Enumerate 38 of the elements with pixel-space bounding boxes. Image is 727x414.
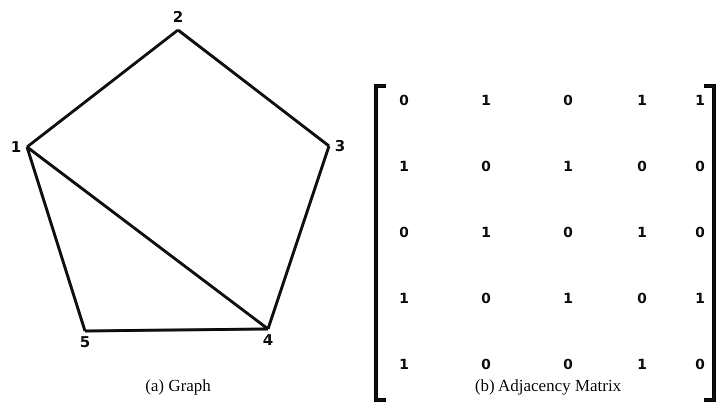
matrix-entry: 0 xyxy=(398,92,410,110)
vertex-label: 2 xyxy=(168,4,188,30)
graph-edge xyxy=(26,146,269,330)
matrix-entry: 0 xyxy=(562,356,574,374)
matrix-entry: 1 xyxy=(398,356,410,374)
matrix-entry: 0 xyxy=(694,224,706,242)
vertex-label: 3 xyxy=(329,136,351,156)
matrix-entry: 0 xyxy=(694,158,706,176)
matrix-entry: 1 xyxy=(398,290,410,308)
subfigure-caption: (a) Graph xyxy=(145,376,211,396)
matrix-entry: 0 xyxy=(480,158,492,176)
matrix-entry: 0 xyxy=(562,92,574,110)
graph-edge xyxy=(26,146,86,332)
vertex-label: 1 xyxy=(5,137,27,157)
matrix-entry: 0 xyxy=(562,224,574,242)
matrix-entry: 1 xyxy=(694,290,706,308)
matrix-entry: 1 xyxy=(694,92,706,110)
subfigure-caption: (b) Adjacency Matrix xyxy=(474,376,622,396)
graph-edge xyxy=(177,28,330,148)
matrix-entry: 0 xyxy=(694,356,706,374)
graph-edge xyxy=(26,28,179,148)
matrix-entry: 1 xyxy=(636,92,648,110)
matrix-entry: 1 xyxy=(480,92,492,110)
matrix-entry: 0 xyxy=(398,224,410,242)
matrix-entry: 0 xyxy=(636,158,648,176)
vertex-label: 5 xyxy=(74,331,96,353)
matrix-entry: 1 xyxy=(562,290,574,308)
matrix-entry: 0 xyxy=(636,290,648,308)
graph-edge xyxy=(84,328,268,332)
vertex-label: 4 xyxy=(258,329,278,351)
graph-edge xyxy=(266,146,330,330)
matrix-entry: 1 xyxy=(636,356,648,374)
matrix-entry: 1 xyxy=(480,224,492,242)
matrix-entry: 1 xyxy=(562,158,574,176)
matrix-entry: 0 xyxy=(480,290,492,308)
matrix-entry: 1 xyxy=(398,158,410,176)
matrix-entry: 0 xyxy=(480,356,492,374)
matrix-entry: 1 xyxy=(636,224,648,242)
